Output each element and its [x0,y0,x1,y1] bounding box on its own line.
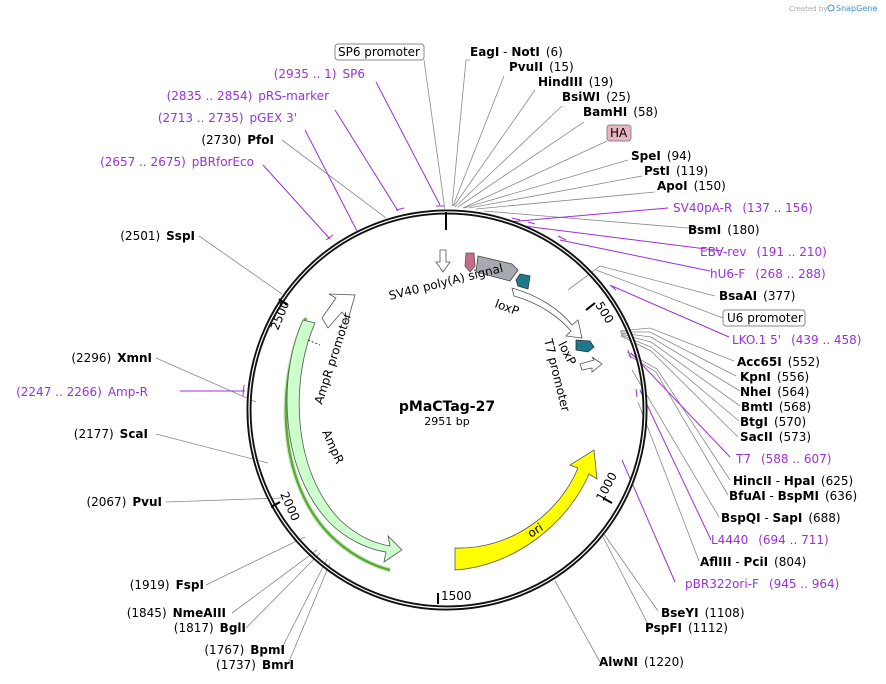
created-by-text: Created by [789,5,828,13]
ha-box-label: HA [610,126,628,140]
primer-label: L4440(694 .. 711) [711,533,829,547]
site-label: HincII - HpaI(625) [733,474,853,488]
sv40-polya-feature [475,255,519,282]
site-label: (2067)PvuI [86,495,162,509]
site-label: (2501)SspI [120,229,195,243]
site-labels-left: (1737)BmrI (1767)BpmI (1817)BglI (1845)N… [71,133,294,672]
plasmid-name: pMaCTag-27 [399,399,495,415]
loxp-feature-1 [515,273,531,290]
site-label: (2730)PfoI [201,133,274,147]
loxp-feature-2 [575,339,595,353]
site-label: (1817)BglI [174,621,246,635]
ampr-promoter-marker [307,339,321,346]
primer-label: SV40pA-R(137 .. 156) [673,201,813,215]
site-label: ApoI(150) [657,179,726,193]
tick-label-2500: 2500 [268,299,292,333]
sp6-arrow [435,249,451,273]
site-label: (2296)XmnI [71,351,152,365]
site-label: PspFI(1112) [645,621,728,635]
site-label: (1919)FspI [130,578,204,592]
site-label: KpnI(556) [740,370,809,384]
ruler-ticks [270,298,613,604]
sp6-promoter-box-label: SP6 promoter [338,45,420,59]
site-label: PstI(119) [644,164,708,178]
primer-label: (2935 .. 1)SP6 [274,67,365,81]
ha-feature [464,252,476,273]
site-label: (1845)NmeAIII [127,606,226,620]
primer-label: (2657 .. 2675)pBRforEco [100,155,254,169]
site-label: SacII(573) [740,430,811,444]
site-label: (1767)BpmI [204,643,285,657]
ha-box [606,124,632,142]
site-label: (2177)ScaI [74,427,148,441]
site-label: (1737)BmrI [216,658,294,672]
site-label: NheI(564) [740,385,809,399]
site-label: BseYI(1108) [661,606,745,620]
loxp-label-1: loxP [493,297,521,319]
u6-promoter-box-label: U6 promoter [727,311,803,325]
site-label: BsiWI(25) [562,90,631,104]
site-label: SpeI(94) [631,149,691,163]
ampr-feature [286,319,403,563]
snapgene-brand-text: SnapGene [836,4,877,13]
tick-label-1000: 1000 [593,470,620,504]
site-label: HindIII(19) [538,75,613,89]
ampr-promoter-label: AmpR promoter [312,311,355,406]
site-label: AlwNI(1220) [599,655,684,669]
ori-feature [454,449,598,571]
ampr-label: AmpR [319,428,346,466]
site-labels-right: EagI - NotI(6) PvuII(15) HindIII(19) Bsi… [470,45,857,669]
primer-label: (2713 .. 2735)pGEX 3' [158,111,297,125]
ampr-promoter-arrow [321,293,356,329]
site-label: BsaAI(377) [719,289,795,303]
primer-label: pBR322ori-F(945 .. 964) [685,577,839,591]
primer-leader-lines [180,81,731,583]
site-label: AflIII - PciI(804) [700,555,806,569]
sp6-promoter-box [334,43,425,61]
site-label: BspQI - SapI(688) [721,511,841,525]
tick-label-1500: 1500 [441,589,472,603]
primer-label: LKO.1 5'(439 .. 458) [732,333,862,347]
primer-label: (2835 .. 2854)pRS-marker [167,89,329,103]
primer-labels: (2935 .. 1)SP6 (2835 .. 2854)pRS-marker … [16,67,861,591]
site-label: BsmI(180) [688,223,760,237]
site-label: PvuII(15) [509,60,574,74]
primer-label: hU6-F(268 .. 288) [710,267,826,281]
site-label: Acc65I(552) [737,355,820,369]
site-label: EagI - NotI(6) [470,45,563,59]
plasmid-size: 2951 bp [424,415,469,428]
snapgene-logo-icon [827,4,835,12]
site-label: BamHI(58) [583,105,658,119]
site-label: BfuAI - BspMI(636) [729,489,857,503]
primer-label: (2247 .. 2266)Amp-R [16,385,148,399]
primer-label: T7(588 .. 607) [735,452,831,466]
t7-promoter-arrow [579,356,603,373]
site-label: BmtI(568) [741,400,811,414]
site-label: BtgI(570) [740,415,806,429]
primer-label: EBV-rev(191 .. 210) [700,245,827,259]
u6-promoter-arrow [511,287,583,339]
